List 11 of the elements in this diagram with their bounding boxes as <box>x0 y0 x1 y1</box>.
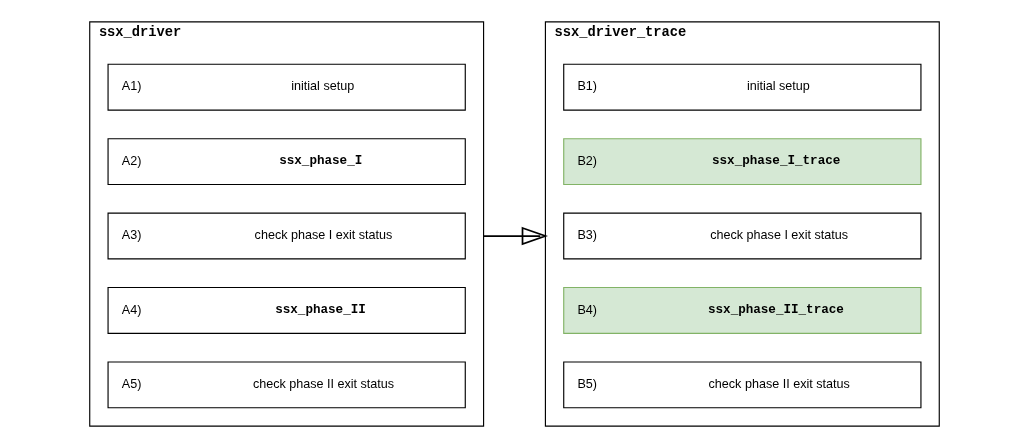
node-box: B2) ssx_phase_I_trace <box>563 138 922 186</box>
node-box: A1) initial setup <box>107 63 466 111</box>
node-box: B4) ssx_phase_II_trace <box>563 286 922 334</box>
node-box: B1) initial setup <box>563 63 922 111</box>
node-box: B5) check phase II exit status <box>563 361 922 409</box>
node-box: B3) check phase I exit status <box>563 212 922 260</box>
node-box: A3) check phase I exit status <box>107 212 466 260</box>
node-box: A4) ssx_phase_II <box>107 286 466 334</box>
node-box: A2) ssx_phase_I <box>107 138 466 186</box>
arrow <box>482 226 548 246</box>
node-box: A5) check phase II exit status <box>107 361 466 409</box>
